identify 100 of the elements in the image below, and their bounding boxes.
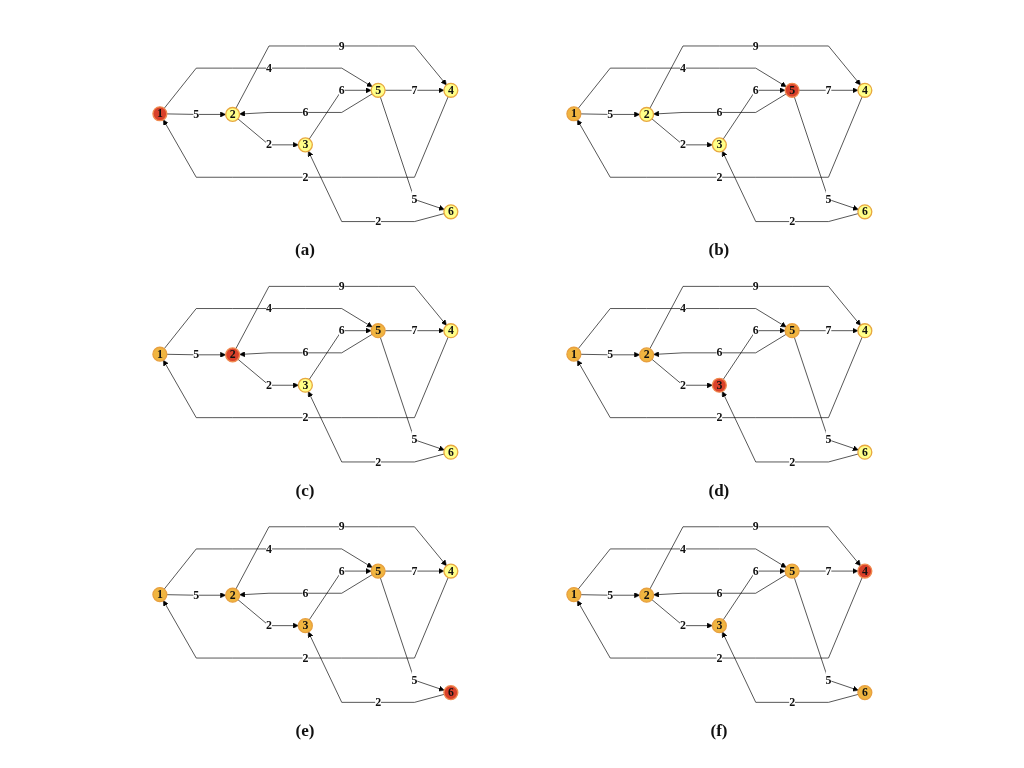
node-circle: 6 xyxy=(856,685,873,701)
node-circle: 4 xyxy=(856,323,873,339)
edge-label: 2 xyxy=(788,214,795,228)
edge-label: 5 xyxy=(192,588,199,602)
edge-label: 2 xyxy=(302,651,308,665)
edge-label: 2 xyxy=(265,618,272,632)
edge-label: 9 xyxy=(338,519,345,534)
node-circle: 3 xyxy=(297,137,313,153)
edge-label: 2 xyxy=(716,651,722,665)
node-circle: 4 xyxy=(442,563,459,579)
node-circle: 6 xyxy=(856,204,873,220)
edge-label: 5 xyxy=(192,347,199,362)
node-circle: 4 xyxy=(442,323,459,339)
edge-label: 4 xyxy=(265,61,272,75)
edge-label: 6 xyxy=(752,323,759,337)
node-circle: 1 xyxy=(565,346,582,362)
edge-label: 6 xyxy=(716,345,722,360)
node-circle: 5 xyxy=(370,323,386,339)
edge-label: 7 xyxy=(411,323,418,337)
node-circle: 5 xyxy=(370,82,386,98)
node-circle: 3 xyxy=(711,618,727,634)
edge-label: 7 xyxy=(825,323,832,337)
node-circle: 2 xyxy=(638,347,654,363)
node-circle: 5 xyxy=(784,82,800,98)
edge-label: 5 xyxy=(825,192,832,206)
node-circle: 3 xyxy=(711,377,727,393)
edge-label: 7 xyxy=(825,564,832,578)
edge-label: 6 xyxy=(716,105,722,119)
node-circle: 6 xyxy=(856,444,873,460)
edge-label: 2 xyxy=(265,378,272,392)
edge-label: 9 xyxy=(338,39,345,53)
node-circle: 1 xyxy=(565,106,582,122)
node-circle: 6 xyxy=(442,685,459,701)
edge-label: 6 xyxy=(302,586,308,600)
edge-label: 9 xyxy=(338,279,345,293)
edge-label: 7 xyxy=(411,564,418,578)
edge-label: 5 xyxy=(825,673,832,687)
edge-label: 2 xyxy=(265,137,272,152)
panel-caption: (b) xyxy=(708,240,730,261)
edge-label: 5 xyxy=(411,432,418,447)
edge-label: 2 xyxy=(374,695,381,709)
node-circle: 4 xyxy=(856,563,873,579)
edge-label: 2 xyxy=(374,214,381,228)
edge-label: 5 xyxy=(411,192,418,206)
edge-label: 5 xyxy=(606,588,613,602)
node-circle: 3 xyxy=(297,618,313,634)
node-circle: 1 xyxy=(151,106,168,122)
node-circle: 2 xyxy=(224,347,240,363)
edge-label: 4 xyxy=(679,301,686,315)
node-circle: 1 xyxy=(151,586,168,603)
edge-label: 2 xyxy=(679,618,686,632)
node-circle: 6 xyxy=(442,204,459,220)
edge-label: 7 xyxy=(411,83,418,97)
edge-label: 2 xyxy=(679,137,686,152)
edge-label: 9 xyxy=(752,39,759,53)
edge-label: 2 xyxy=(788,695,795,709)
edge-label: 6 xyxy=(302,345,308,360)
edge-label: 2 xyxy=(788,455,795,469)
edge-label: 6 xyxy=(338,564,345,578)
edge-label: 2 xyxy=(716,410,722,424)
panel-caption: (a) xyxy=(295,240,315,261)
edge-label: 6 xyxy=(716,586,722,600)
node-circle: 2 xyxy=(224,587,240,603)
edge-label: 2 xyxy=(679,378,686,392)
edge-label: 4 xyxy=(265,541,272,556)
node-circle: 3 xyxy=(711,137,727,153)
panel-caption: (e) xyxy=(295,721,315,742)
edge-label: 2 xyxy=(302,170,308,184)
edge-label: 5 xyxy=(606,347,613,362)
node-circle: 6 xyxy=(442,444,459,460)
node-circle: 2 xyxy=(638,587,654,603)
edge-label: 5 xyxy=(606,107,613,121)
edge-label: 6 xyxy=(752,564,759,578)
node-circle: 5 xyxy=(370,563,386,579)
edge-label: 9 xyxy=(752,519,759,534)
node-circle: 4 xyxy=(442,82,459,98)
node-circle: 1 xyxy=(565,586,582,603)
edge-label: 4 xyxy=(679,541,686,556)
node-circle: 1 xyxy=(151,346,168,362)
edge-label: 7 xyxy=(825,83,832,97)
edge-label: 9 xyxy=(752,279,759,293)
panel-caption: (d) xyxy=(708,480,730,502)
edge-label: 2 xyxy=(302,410,308,424)
edge-label: 6 xyxy=(752,83,759,97)
edge-label: 2 xyxy=(374,455,381,469)
node-circle: 4 xyxy=(856,82,873,98)
edge-label: 4 xyxy=(265,301,272,315)
panel-caption: (c) xyxy=(295,480,315,502)
edge-label: 6 xyxy=(302,105,308,119)
panel-caption: (f) xyxy=(710,721,728,742)
edge-label: 6 xyxy=(338,83,345,97)
node-circle: 3 xyxy=(297,377,313,393)
edge-label: 5 xyxy=(192,107,199,121)
node-circle: 5 xyxy=(784,563,800,579)
node-circle: 2 xyxy=(638,106,654,123)
edge-label: 5 xyxy=(825,432,832,447)
edge-label: 4 xyxy=(679,61,686,75)
node-circle: 2 xyxy=(224,106,240,123)
edge-label: 6 xyxy=(338,323,345,337)
node-circle: 5 xyxy=(784,323,800,339)
